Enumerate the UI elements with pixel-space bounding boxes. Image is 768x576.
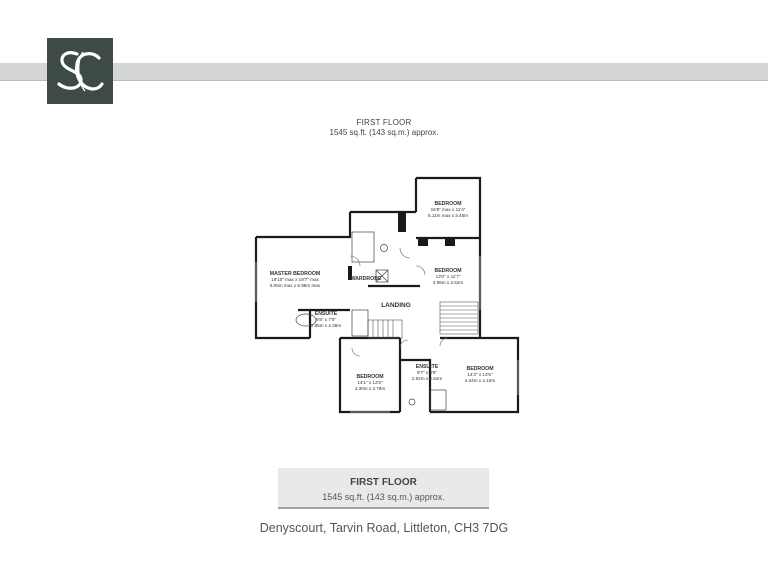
header-band [0, 63, 768, 80]
wall-blocks [348, 212, 455, 280]
floor-label-title: FIRST FLOOR [350, 477, 417, 488]
floor-label-box: FIRST FLOOR 1545 sq.ft. (143 sq.m.) appr… [278, 468, 489, 509]
fixtures [295, 231, 447, 411]
room-bedroom-bl-name: BEDROOM [356, 374, 383, 380]
room-bedroom-bl-dim-metric: 4.30m x 3.78m [355, 386, 386, 391]
room-bedroom-br-name: BEDROOM [466, 366, 493, 372]
room-wardrobe-name: WARDROBE [351, 276, 382, 282]
floor-label-area: 1545 sq.ft. (143 sq.m.) approx. [322, 492, 445, 502]
room-landing-name: LANDING [381, 302, 411, 309]
floor-plan-drawing: BEDROOM 16'9" max x 11'4" 5.11m max x 3.… [254, 176, 520, 414]
room-bedroom-top-dim-imperial: 16'9" max x 11'4" [431, 207, 466, 212]
floor-title: FIRST FLOOR [356, 118, 412, 127]
property-address: Denyscourt, Tarvin Road, Littleton, CH3 … [259, 521, 509, 535]
room-bedroom-br-dim-metric: 4.34m x 4.10m [465, 378, 496, 383]
room-bedroom-br-dim-imperial: 14'3" x 13'5" [467, 372, 493, 377]
room-ensuite-left-name: ENSUITE [315, 311, 338, 317]
floor-area: 1545 sq.ft. (143 sq.m.) approx. [329, 128, 439, 137]
brand-logo [47, 38, 113, 104]
room-ensuite-bottom-name: ENSUITE [416, 364, 439, 370]
room-ensuite-bottom-dim-metric: 2.92m x 2.64m [412, 376, 443, 381]
room-ensuite-left-dim-imperial: 9'8" x 7'9" [316, 317, 336, 322]
floor-plan: BEDROOM 16'9" max x 11'4" 5.11m max x 3.… [240, 170, 530, 420]
header-band-line [0, 80, 768, 81]
room-master-name: MASTER BEDROOM [270, 271, 320, 277]
room-bedroom-mid-name: BEDROOM [434, 268, 461, 274]
room-ensuite-bottom-dim-imperial: 9'7" x 8'8" [417, 370, 437, 375]
room-master-dim-imperial: 19'10" max x 19'7" max [271, 277, 319, 282]
windows [255, 256, 519, 413]
room-bedroom-top-name: BEDROOM [434, 201, 461, 207]
door-swings [349, 247, 449, 357]
room-bedroom-top-dim-metric: 5.11m max x 3.46m [428, 213, 468, 218]
room-master-dim-metric: 6.05m max x 5.98m max [270, 283, 321, 288]
room-bedroom-mid-dim-imperial: 13'0" x 11'7" [436, 274, 461, 279]
room-bedroom-mid-dim-metric: 3.96m x 3.52m [433, 280, 464, 285]
room-ensuite-left-dim-metric: 2.95m x 2.36m [311, 323, 342, 328]
sc-monogram-icon [57, 51, 104, 92]
room-bedroom-bl-dim-imperial: 14'1" x 12'5" [357, 380, 383, 385]
